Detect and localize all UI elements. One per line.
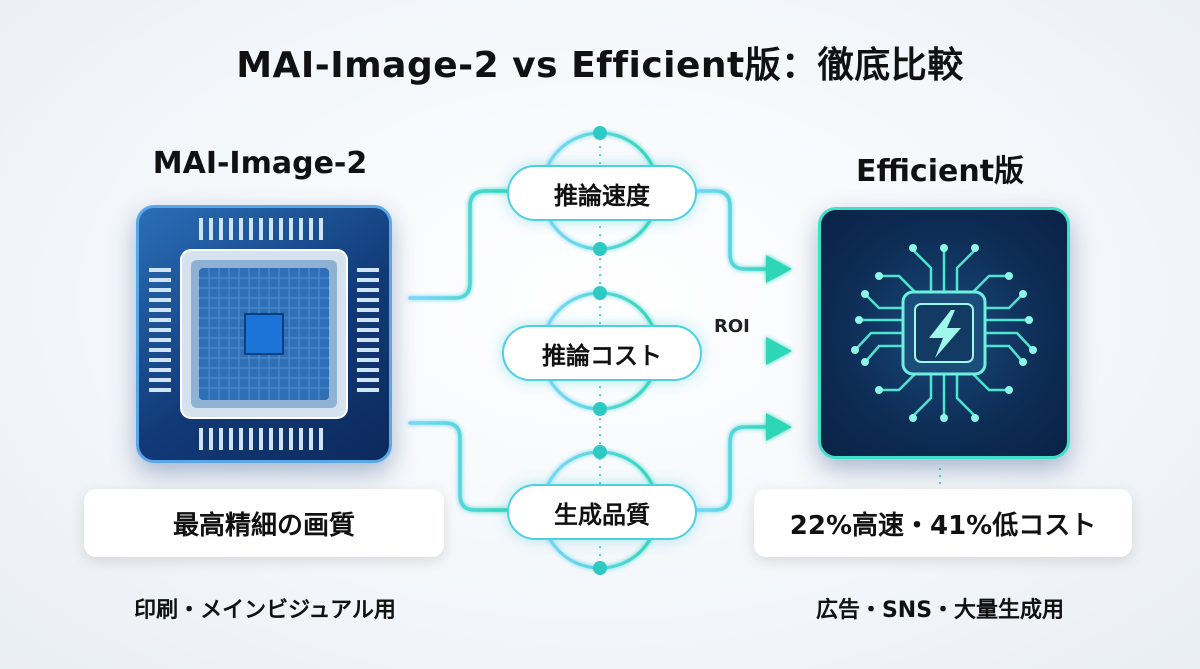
arrowhead-cost	[766, 337, 792, 365]
roi-label: ROI	[714, 316, 750, 337]
node-dot	[593, 126, 607, 140]
left-model-title: MAI-Image-2	[152, 146, 368, 181]
right-speed-connector	[691, 189, 774, 271]
metric-pill-cost: 推論コスト	[502, 325, 702, 381]
right-quality-connector	[691, 425, 774, 512]
node-dot	[593, 242, 607, 256]
page-title: MAI-Image-2 vs Efficient版：徹底比較	[236, 45, 964, 86]
metric-pill-speed: 推論速度	[507, 165, 697, 221]
efficient-chip-lightning-icon	[851, 244, 1037, 422]
arrowhead-quality	[766, 413, 792, 441]
node-dot	[593, 445, 607, 459]
left-use-case-caption: 印刷・メインビジュアル用	[134, 598, 396, 623]
arrowhead-speed	[766, 255, 792, 283]
right-use-case-caption: 広告・SNS・大量生成用	[815, 598, 1065, 623]
left-feature-card: 最高精細の画質	[84, 489, 444, 557]
node-dot	[593, 286, 607, 300]
node-dot	[593, 402, 607, 416]
left-quality-connector	[408, 421, 509, 512]
right-model-title: Efficient版	[855, 154, 1025, 189]
node-dot	[593, 561, 607, 575]
processor-chip-icon	[149, 218, 379, 450]
right-feature-card: 22%高速・41%低コスト	[754, 489, 1132, 557]
metric-pill-quality: 生成品質	[507, 484, 697, 540]
left-chip-frame	[136, 205, 392, 463]
right-chip-frame	[818, 207, 1070, 459]
left-speed-connector	[408, 189, 509, 300]
